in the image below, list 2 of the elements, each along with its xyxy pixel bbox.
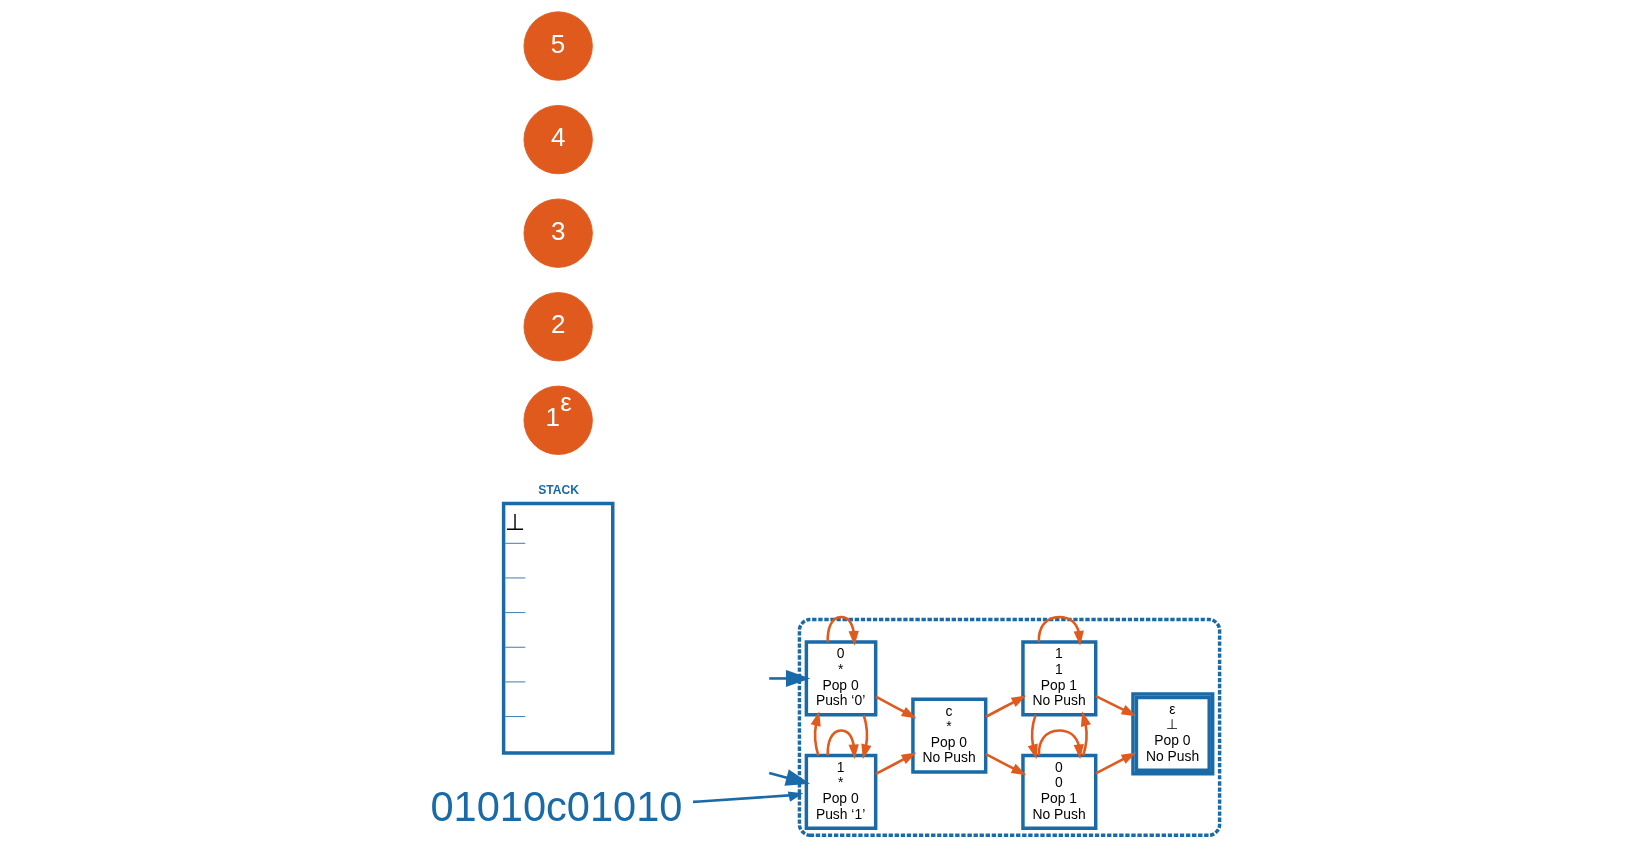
node-label: STACK [538, 483, 580, 498]
node-text: 01010c01010 [430, 783, 683, 831]
